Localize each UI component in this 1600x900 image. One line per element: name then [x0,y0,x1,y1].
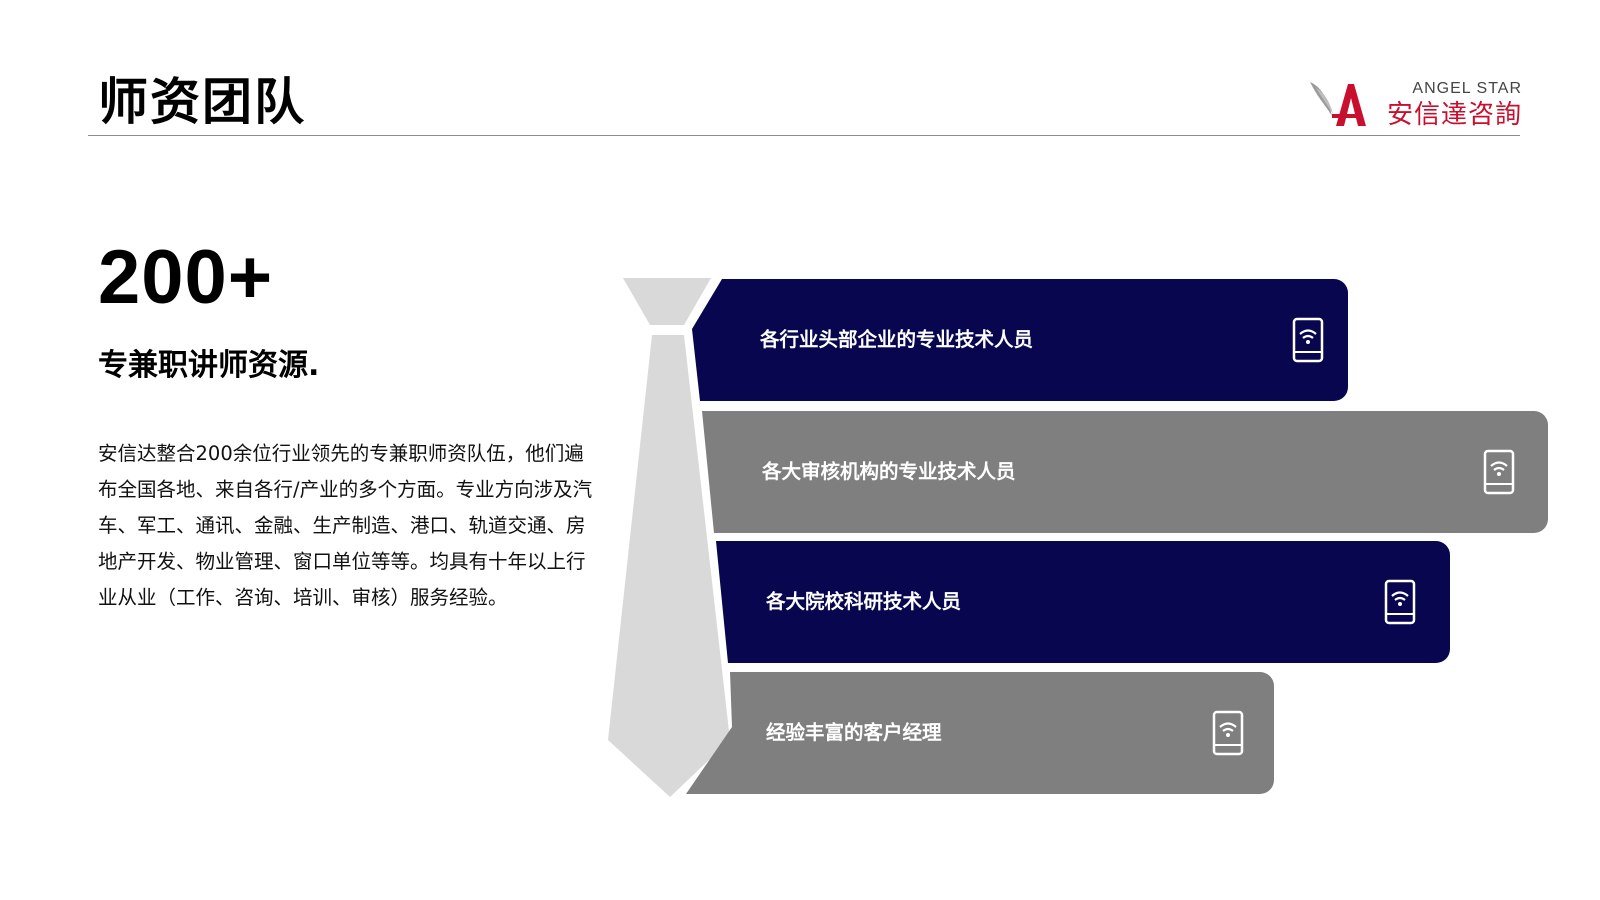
bar-industry-leaders: 各行业头部企业的专业技术人员 [692,279,1348,401]
logo-chinese-text: 安信達咨詢 [1386,100,1522,130]
logo-english-text: ANGEL STAR [1412,80,1522,97]
teacher-count: 200+ [98,235,274,320]
bar-audit-institutions: 各大审核机构的专业技术人员 [702,411,1548,533]
bar-label: 经验丰富的客户经理 [766,721,942,744]
phone-wifi-icon [1483,449,1515,495]
bar-label: 各大院校科研技术人员 [766,590,962,613]
bar-label: 各大审核机构的专业技术人员 [762,460,1016,483]
company-logo: ANGEL STAR 安信達咨詢 [1306,76,1522,132]
phone-wifi-icon [1384,579,1416,625]
page-title: 师资团队 [98,73,306,131]
description-paragraph: 安信达整合200余位行业领先的专兼职师资队伍，他们遍布全国各地、来自各行/产业的… [98,442,593,609]
bar-label: 各行业头部企业的专业技术人员 [760,328,1034,351]
phone-wifi-icon [1292,317,1324,363]
angel-wing-logo-icon [1310,82,1366,126]
tie-knot [623,278,711,325]
tie-blade [608,335,730,797]
phone-wifi-icon [1212,710,1244,756]
bar-university-researchers: 各大院校科研技术人员 [716,541,1450,663]
section-subtitle: 专兼职讲师资源. [98,348,320,383]
bar-client-managers: 经验丰富的客户经理 [686,672,1274,794]
title-divider [88,135,1520,136]
